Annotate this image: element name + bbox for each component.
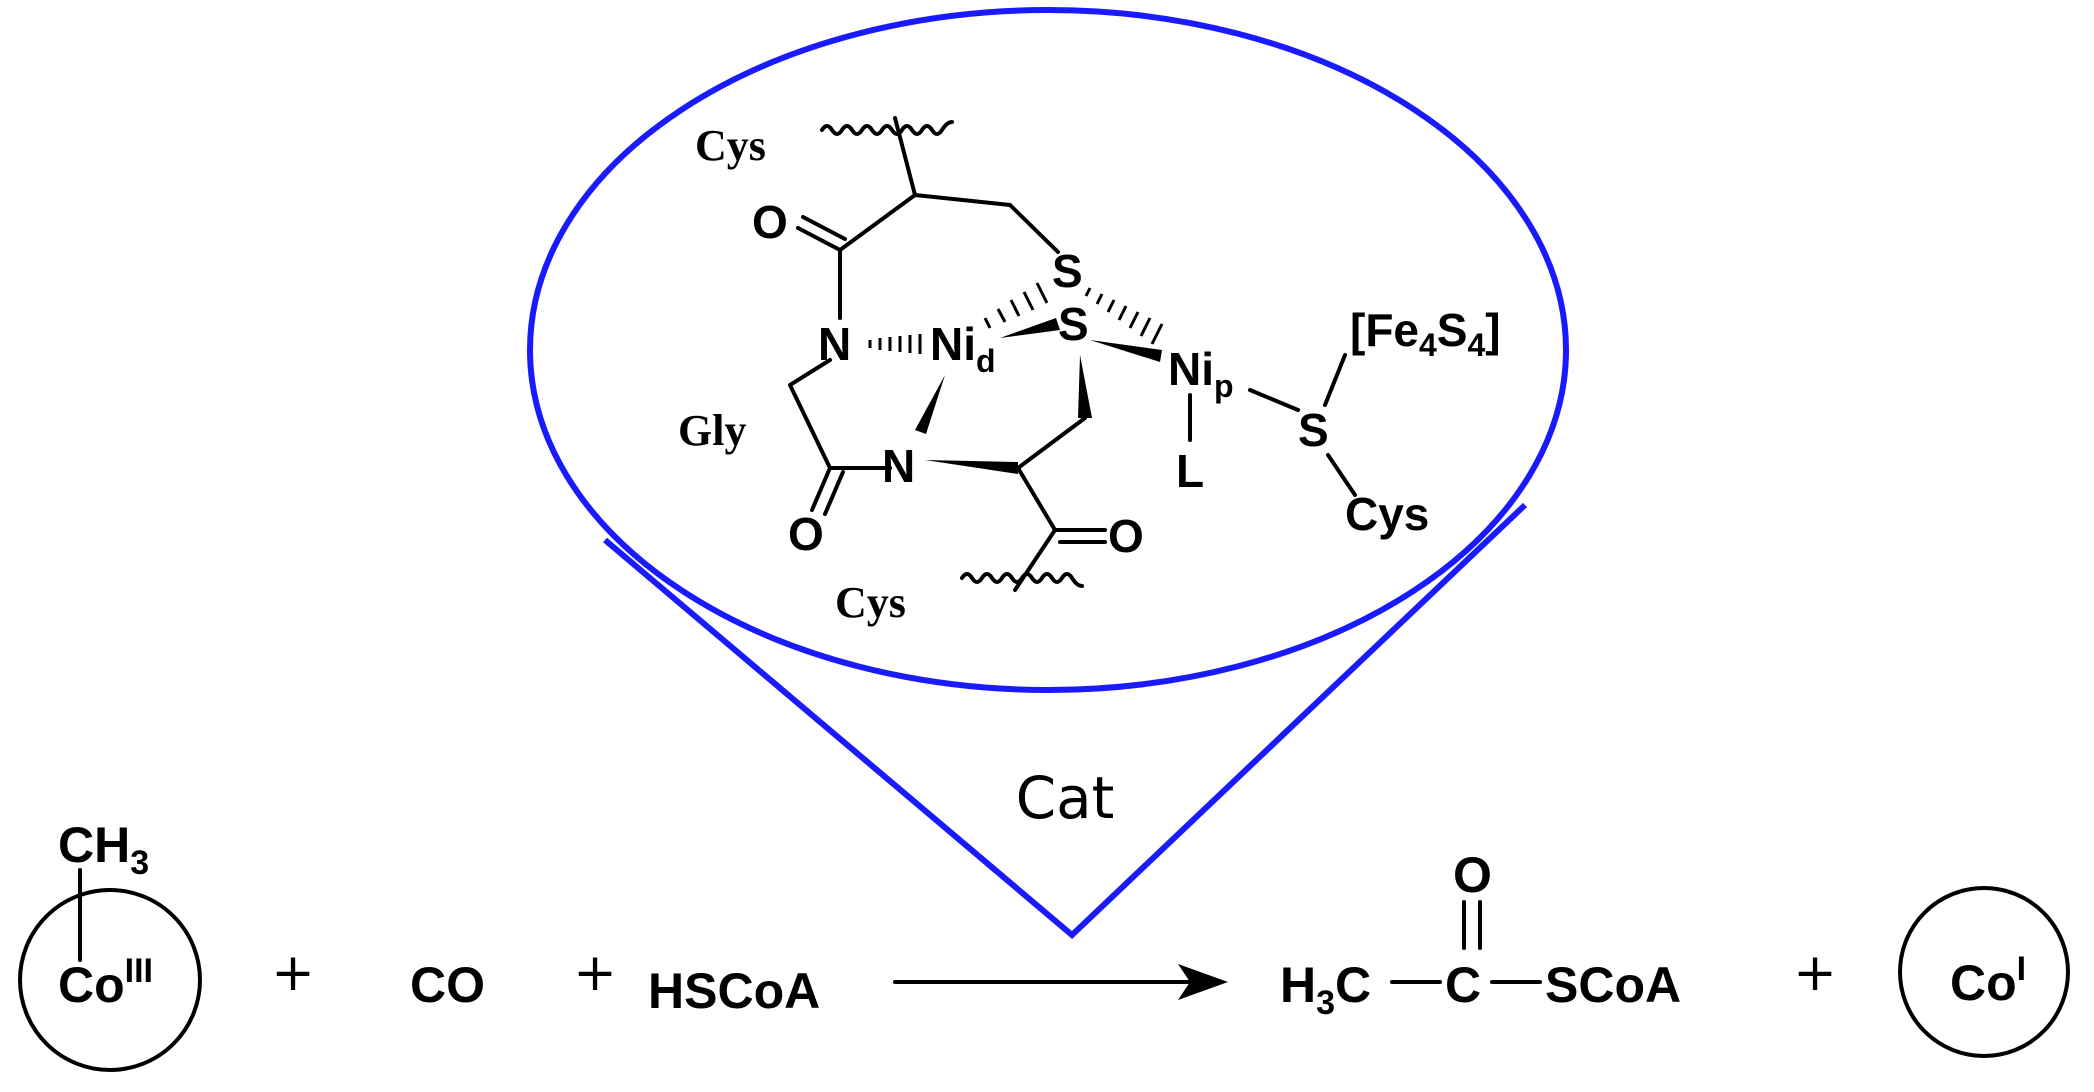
- plus-1: +: [271, 943, 315, 1003]
- cobalt-iii-label: CoIII: [58, 952, 153, 1013]
- atom-s-top: S: [1052, 245, 1083, 297]
- atom-ni-p: Nip: [1168, 343, 1234, 404]
- atom-s-mid: S: [1058, 298, 1089, 350]
- atom-l: L: [1176, 445, 1204, 497]
- methyl-label: CH3: [58, 817, 149, 882]
- atom-cys-right: Cys: [1345, 488, 1429, 540]
- atom-fe4s4: [Fe4S4]: [1350, 304, 1501, 363]
- atom-gly: Gly: [678, 406, 746, 455]
- atom-cys-top: Cys: [695, 121, 766, 170]
- acetyl-oxygen: O: [1453, 847, 1492, 903]
- product-cobalt-i: CoI: [1898, 886, 2070, 1058]
- wavy-bond-bottom: [960, 572, 1084, 588]
- acetyl-methyl: H3C: [1280, 957, 1371, 1022]
- atom-cys-bottom: Cys: [835, 578, 906, 627]
- cobalt-circle-iii: [18, 888, 202, 1072]
- reaction-equation: CH3 CoIII + CO + HSCoA H3C C O SCoA + Co…: [18, 817, 2070, 1072]
- wedge-bonds: [915, 318, 1162, 474]
- atom-o-top: O: [752, 196, 788, 248]
- plus-3: +: [1793, 943, 1837, 1003]
- catalyst-label: Cat: [1016, 764, 1115, 832]
- product-acetyl-coa: H3C C O SCoA: [1280, 847, 1681, 1022]
- atom-s-right: S: [1298, 404, 1329, 456]
- atom-n-left: N: [818, 318, 851, 370]
- reactant-hscoa: HSCoA: [648, 963, 820, 1019]
- hashed-bonds: [868, 282, 1164, 354]
- cobalt-circle-i: [1898, 886, 2070, 1058]
- wavy-bond-top: [820, 120, 954, 136]
- atom-o-right: O: [1108, 510, 1144, 562]
- atom-o-left: O: [788, 508, 824, 560]
- acetyl-scoa: SCoA: [1545, 957, 1681, 1013]
- acetyl-carbon: C: [1445, 957, 1481, 1013]
- catalyst-pointer: [603, 502, 1528, 940]
- cobalt-i-label: CoI: [1950, 950, 2026, 1011]
- atom-ni-d: Nid: [930, 318, 996, 379]
- catalyst-ellipse: [527, 7, 1569, 693]
- catalyst-callout: Cat: [527, 7, 1569, 940]
- reactant-methyl-cobalt: CH3 CoIII: [18, 817, 202, 1072]
- reactant-co: CO: [410, 957, 485, 1013]
- plus-2: +: [573, 943, 617, 1003]
- active-site-structure: Cys O S N Nid S Nip: [678, 116, 1501, 627]
- atom-n-bottom: N: [882, 440, 915, 492]
- reaction-arrow: [893, 964, 1228, 1000]
